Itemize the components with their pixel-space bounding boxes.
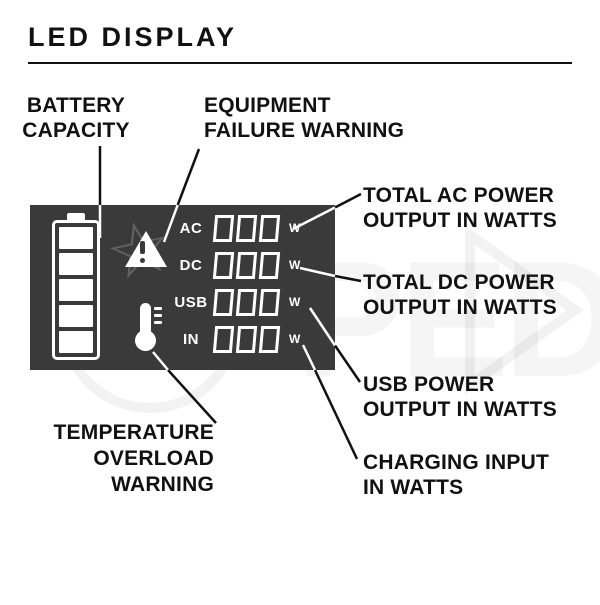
- label-line: CAPACITY: [22, 119, 130, 142]
- row-label: AC: [179, 219, 203, 237]
- display-row-in: IN W: [168, 325, 300, 353]
- label-charging-input: CHARGING INPUT IN WATTS: [363, 450, 593, 500]
- display-row-usb: USB W: [168, 288, 300, 316]
- label-temperature-overload-warning: TEMPERATURE OVERLOAD WARNING: [18, 420, 214, 498]
- thermometer-stem: [140, 303, 151, 336]
- row-label: DC: [179, 256, 203, 274]
- label-line: USB POWER: [363, 373, 495, 396]
- seven-segment-value: [212, 325, 283, 353]
- row-label: USB: [174, 293, 208, 311]
- label-line: IN WATTS: [363, 476, 464, 499]
- label-line: TOTAL DC POWER: [363, 271, 555, 294]
- label-usb-power: USB POWER OUTPUT IN WATTS: [363, 372, 593, 422]
- display-row-dc: DC W: [168, 251, 300, 279]
- thermometer-tick: [154, 314, 162, 317]
- label-line: OUTPUT IN WATTS: [363, 398, 557, 421]
- title-underline: [28, 62, 572, 64]
- label-line: BATTERY: [26, 94, 126, 117]
- label-line: TOTAL AC POWER: [363, 184, 555, 207]
- warning-exclamation: [139, 241, 145, 254]
- thermometer-tick: [154, 321, 162, 324]
- battery-icon: [52, 213, 100, 360]
- seven-segment-value: [212, 214, 283, 242]
- label-line: CHARGING INPUT: [363, 451, 549, 474]
- label-total-dc-power: TOTAL DC POWER OUTPUT IN WATTS: [363, 270, 593, 320]
- row-label: IN: [183, 330, 199, 348]
- thermometer-tick: [154, 307, 162, 310]
- label-battery-capacity: BATTERY CAPACITY: [6, 93, 146, 143]
- label-line: OUTPUT IN WATTS: [363, 209, 557, 232]
- row-unit: W: [289, 295, 301, 309]
- row-unit: W: [289, 221, 301, 235]
- battery-cap: [67, 213, 85, 220]
- label-line: FAILURE WARNING: [204, 119, 405, 142]
- label-line: OVERLOAD: [93, 447, 214, 470]
- row-unit: W: [289, 258, 301, 272]
- label-line: OUTPUT IN WATTS: [363, 296, 557, 319]
- thermometer-icon: [130, 303, 164, 353]
- seven-segment-value: [212, 288, 283, 316]
- seven-segment-value: [212, 251, 283, 279]
- label-line: TEMPERATURE: [53, 421, 214, 444]
- label-total-ac-power: TOTAL AC POWER OUTPUT IN WATTS: [363, 183, 593, 233]
- thermometer-bulb: [135, 330, 156, 351]
- label-line: WARNING: [111, 473, 214, 496]
- warning-exclamation-dot: [139, 258, 145, 263]
- display-row-ac: AC W: [168, 214, 300, 242]
- label-line: EQUIPMENT: [204, 94, 331, 117]
- page-title: LED DISPLAY: [28, 22, 238, 52]
- battery-body: [52, 220, 100, 360]
- led-display-panel: ☆ AC W DC W USB W: [30, 202, 335, 370]
- label-equipment-failure-warning: EQUIPMENT FAILURE WARNING: [204, 93, 464, 143]
- row-unit: W: [289, 332, 301, 346]
